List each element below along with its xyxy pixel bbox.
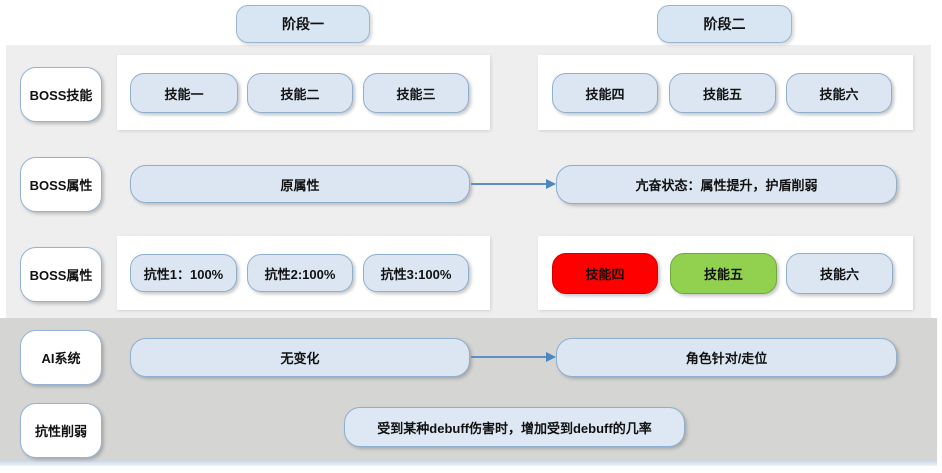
skill-node-2: 技能二 [247, 73, 353, 113]
resistance-node-1: 抗性1：100% [130, 254, 237, 292]
bottom-shadow-strip [0, 460, 937, 466]
skill-node-6-normal: 技能六 [786, 253, 893, 294]
row-label-boss-attributes-2: BOSS属性 [20, 247, 102, 302]
phase-2-header: 阶段二 [657, 5, 792, 43]
character-targeting-node: 角色针对/走位 [556, 338, 897, 377]
skill-node-5-highlighted-green: 技能五 [670, 253, 777, 294]
row-label-boss-skills: BOSS技能 [20, 67, 102, 122]
ai-change-arrow-line [471, 356, 546, 358]
row-label-resistance-weakening: 抗性削弱 [20, 403, 102, 458]
skill-node-4-highlighted-red: 技能四 [552, 253, 658, 294]
resistance-node-3: 抗性3:100% [363, 254, 469, 292]
debuff-rule-node: 受到某种debuff伤害时，增加受到debuff的几率 [344, 407, 685, 447]
ai-change-arrow-head-icon [546, 352, 556, 362]
resistance-node-2: 抗性2:100% [247, 254, 353, 292]
state-change-arrow-head-icon [546, 179, 556, 189]
state-change-arrow-line [471, 183, 546, 185]
skill-node-3: 技能三 [363, 73, 469, 113]
skill-node-1: 技能一 [130, 73, 238, 113]
skill-node-4: 技能四 [552, 73, 658, 113]
phase-1-header: 阶段一 [236, 5, 370, 43]
skill-node-5: 技能五 [669, 73, 776, 113]
row-label-ai-system: AI系统 [20, 330, 102, 385]
no-change-node: 无变化 [130, 338, 470, 377]
skill-node-6: 技能六 [786, 73, 892, 113]
original-attributes-node: 原属性 [130, 165, 470, 203]
excited-state-node: 亢奋状态：属性提升，护盾削弱 [556, 165, 897, 204]
row-label-boss-attributes-1: BOSS属性 [20, 157, 102, 212]
